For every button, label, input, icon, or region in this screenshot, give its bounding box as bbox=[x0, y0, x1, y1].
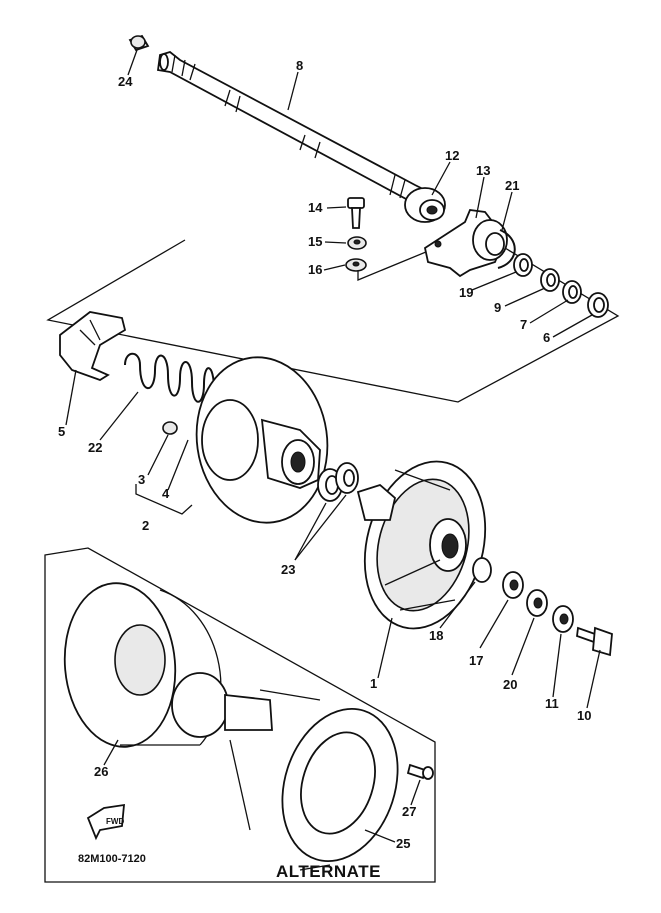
washer-16 bbox=[345, 258, 367, 272]
circlip bbox=[497, 229, 516, 269]
washer-11 bbox=[552, 605, 574, 633]
label-16: 16 bbox=[308, 262, 322, 277]
assembly-outline bbox=[357, 239, 456, 281]
washer-9 bbox=[540, 268, 560, 292]
label-14: 14 bbox=[308, 200, 323, 215]
cap-nut bbox=[128, 34, 150, 52]
label-1: 1 bbox=[370, 676, 377, 691]
bearing-housing-bracket bbox=[423, 209, 508, 278]
lock-washer-15 bbox=[347, 236, 367, 250]
alternate-fixed-sheave bbox=[63, 582, 273, 748]
label-2: 2 bbox=[142, 518, 149, 533]
label-5: 5 bbox=[58, 424, 65, 439]
bushing-3 bbox=[162, 421, 178, 435]
label-15: 15 bbox=[308, 234, 322, 249]
label-7: 7 bbox=[520, 317, 527, 332]
label-21: 21 bbox=[505, 178, 519, 193]
bolt-10 bbox=[576, 626, 613, 657]
washer-17 bbox=[502, 571, 524, 599]
compression-spring bbox=[124, 352, 223, 407]
label-20: 20 bbox=[503, 677, 517, 692]
label-9: 9 bbox=[494, 300, 501, 315]
collar-18 bbox=[472, 557, 492, 583]
label-24: 24 bbox=[118, 74, 133, 89]
sliding-sheave bbox=[195, 356, 329, 524]
label-4: 4 bbox=[162, 486, 170, 501]
label-25: 25 bbox=[396, 836, 410, 851]
label-27: 27 bbox=[402, 804, 416, 819]
washer-6 bbox=[587, 292, 609, 318]
washer-20 bbox=[526, 589, 548, 617]
label-10: 10 bbox=[577, 708, 591, 723]
label-8: 8 bbox=[296, 58, 303, 73]
label-12: 12 bbox=[445, 148, 459, 163]
label-19: 19 bbox=[459, 285, 473, 300]
drawing-number: 82M100-7120 bbox=[78, 853, 146, 865]
label-26: 26 bbox=[94, 764, 108, 779]
alternate-sliding-sheave bbox=[229, 689, 399, 871]
inset-title: ALTERNATE bbox=[276, 862, 381, 881]
spacer-23 bbox=[317, 462, 359, 502]
bolt-14 bbox=[347, 197, 365, 229]
label-22: 22 bbox=[88, 440, 102, 455]
label-23: 23 bbox=[281, 562, 295, 577]
fixed-sheave bbox=[356, 460, 487, 630]
washer-19 bbox=[513, 253, 533, 277]
alternate-bolt-27 bbox=[406, 763, 434, 780]
leader-lines bbox=[65, 49, 601, 843]
label-3: 3 bbox=[138, 472, 145, 487]
label-11: 11 bbox=[545, 696, 559, 711]
label-18: 18 bbox=[429, 628, 443, 643]
primary-shaft bbox=[156, 51, 427, 206]
washer-7 bbox=[562, 280, 582, 304]
label-13: 13 bbox=[476, 163, 490, 178]
bearing bbox=[404, 187, 446, 223]
clutch-spider bbox=[59, 311, 127, 381]
label-6: 6 bbox=[543, 330, 550, 345]
label-17: 17 bbox=[469, 653, 483, 668]
alternate-inset-frame bbox=[44, 547, 436, 883]
fwd-arrow-icon bbox=[86, 803, 126, 841]
fwd-arrow-text: FWD bbox=[106, 817, 124, 826]
